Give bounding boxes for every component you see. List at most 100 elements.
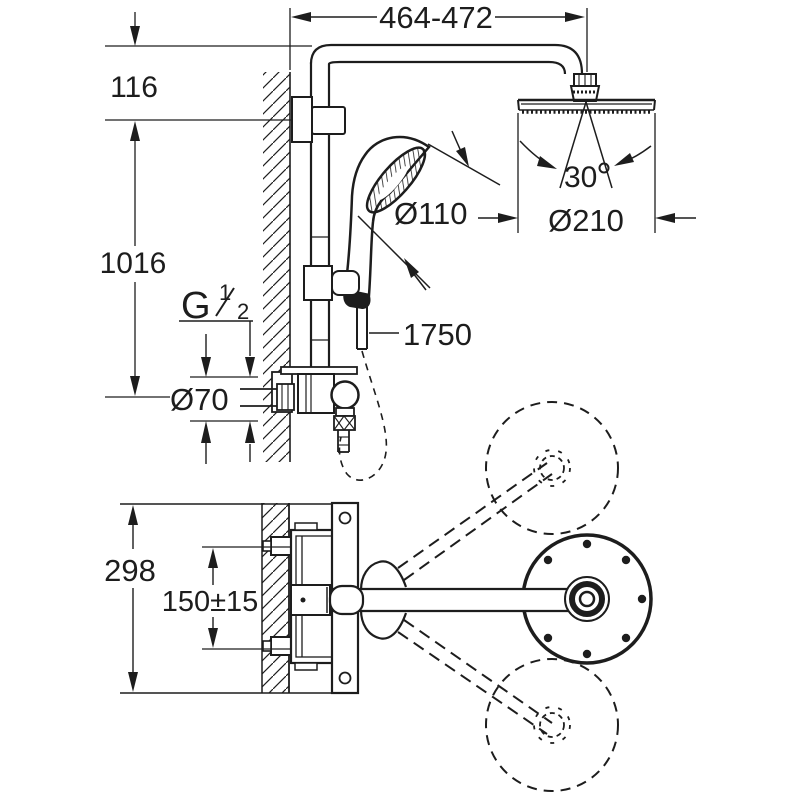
hub-dashed bbox=[533, 449, 571, 487]
arrowhead bbox=[498, 213, 518, 223]
arrowhead bbox=[208, 628, 218, 648]
thread-fraction-slash bbox=[215, 287, 235, 317]
dim-bracket-height-label: 298 bbox=[104, 553, 156, 588]
arrowhead bbox=[245, 421, 255, 443]
arm-ball-end bbox=[328, 584, 365, 616]
nozzle-dot bbox=[621, 633, 631, 643]
dimension-supply-escutcheon: Ø70 bbox=[170, 334, 258, 464]
arrowhead bbox=[201, 357, 211, 377]
spray-face-highlight bbox=[378, 166, 408, 200]
arrowhead bbox=[130, 376, 140, 396]
arrowhead bbox=[565, 12, 585, 22]
head-disc-left-edge bbox=[517, 99, 520, 111]
arrowhead bbox=[245, 357, 255, 377]
thread-size-label: G 1 2 bbox=[179, 280, 255, 462]
outlet-connector bbox=[335, 407, 355, 417]
nozzle-dot bbox=[543, 633, 553, 643]
angle-line bbox=[559, 101, 587, 189]
plate-screw-hole bbox=[338, 671, 352, 685]
arm-position-upper-dashed bbox=[403, 473, 553, 581]
head-shower-plan-view bbox=[328, 533, 653, 665]
dimension-left-heights: 116 1016 bbox=[100, 12, 312, 398]
escutcheon-trumpet-bottom bbox=[359, 609, 408, 640]
head-disc-right-edge bbox=[653, 99, 656, 111]
degree-symbol bbox=[598, 162, 610, 174]
dim-top-offset-label: 116 bbox=[110, 71, 158, 104]
arm-position-lower-dashed bbox=[397, 631, 548, 735]
hub-dashed bbox=[539, 712, 565, 738]
body-tab bbox=[294, 662, 318, 671]
pipe-outer-edge bbox=[309, 43, 584, 75]
arrowhead bbox=[537, 156, 557, 169]
rail-clamp bbox=[311, 106, 346, 135]
wall-bracket-plate bbox=[291, 96, 313, 143]
arrowhead bbox=[130, 26, 140, 46]
arrowhead bbox=[404, 258, 419, 278]
arrowhead bbox=[201, 421, 211, 443]
dimension-line bbox=[412, 272, 427, 291]
dimension-bracket-height: 298 bbox=[104, 505, 156, 692]
hand-shower-body bbox=[343, 135, 431, 297]
supply-nut bbox=[276, 383, 295, 411]
nozzle-dot bbox=[582, 539, 592, 549]
arm-hub-center bbox=[578, 590, 596, 608]
head-position-lower-dashed bbox=[485, 658, 619, 792]
plate-screw-hole bbox=[338, 511, 352, 525]
mounting-plate bbox=[280, 366, 358, 375]
pipe-fill bbox=[311, 45, 582, 74]
body-tab bbox=[294, 522, 318, 531]
nozzle-dot bbox=[543, 555, 553, 565]
valve-knob bbox=[330, 380, 360, 410]
tangent-line bbox=[357, 215, 431, 289]
shower-arm-fill bbox=[333, 589, 568, 611]
hub-dashed bbox=[533, 706, 571, 744]
arrowhead bbox=[655, 213, 675, 223]
arrowhead bbox=[128, 505, 138, 525]
dimension-head-tilt-angle: 30 bbox=[519, 101, 652, 194]
dim-fastening-distance-label: 150±15 bbox=[162, 586, 259, 618]
knurl-line bbox=[343, 415, 356, 431]
arm-hub-ring bbox=[569, 581, 605, 617]
thread-letter: G bbox=[181, 285, 211, 327]
angle-line bbox=[585, 101, 613, 189]
dim-head-diameter-label: Ø210 bbox=[548, 203, 624, 238]
arm-position-upper-dashed bbox=[397, 462, 548, 569]
arrowhead bbox=[208, 548, 218, 568]
label-hose-length: 1750 bbox=[369, 317, 472, 352]
arm-socket bbox=[290, 584, 331, 616]
dim-hand-shower-diameter-label: Ø110 bbox=[394, 196, 468, 231]
thread-denominator: 2 bbox=[237, 299, 249, 324]
head-shower-side-view bbox=[517, 73, 656, 114]
dimension-head-diameter: Ø210 bbox=[478, 113, 696, 238]
pipe-inner-edge bbox=[327, 60, 567, 75]
dimension-hand-shower-diameter: Ø110 bbox=[357, 130, 501, 291]
fastening-screw-tip bbox=[262, 640, 272, 652]
dim-width-range-label: 464-472 bbox=[379, 0, 493, 35]
fastening-screw bbox=[270, 636, 292, 656]
arm-position-lower-dashed bbox=[403, 619, 553, 724]
thermostat-valve-side-view bbox=[240, 366, 360, 453]
socket-pivot-dot bbox=[300, 597, 306, 603]
swivel-range-dashed bbox=[397, 401, 619, 792]
fastening-screw bbox=[270, 536, 292, 556]
head-position-upper-dashed bbox=[485, 401, 619, 535]
nozzle-dot bbox=[582, 649, 592, 659]
arrowhead bbox=[456, 147, 469, 167]
nozzle-dot bbox=[637, 594, 647, 604]
hub-dashed bbox=[539, 455, 565, 481]
nozzle-dot bbox=[621, 555, 631, 565]
escutcheon-trumpet-top bbox=[359, 560, 408, 591]
arrowhead bbox=[130, 121, 140, 141]
holder-knob bbox=[331, 270, 360, 296]
arrowhead bbox=[614, 153, 634, 166]
wall-hatch-area bbox=[262, 503, 289, 693]
dimension-width-range: 464-472 bbox=[289, 0, 588, 72]
valve-body bbox=[297, 373, 335, 414]
dimension-fastening-distance: 150±15 bbox=[162, 546, 290, 650]
knurl-line bbox=[333, 415, 345, 431]
dim-column-height-label: 1016 bbox=[100, 247, 167, 280]
hand-shower-holder-and-hose bbox=[303, 265, 388, 481]
fastening-screw-tip bbox=[262, 540, 272, 552]
